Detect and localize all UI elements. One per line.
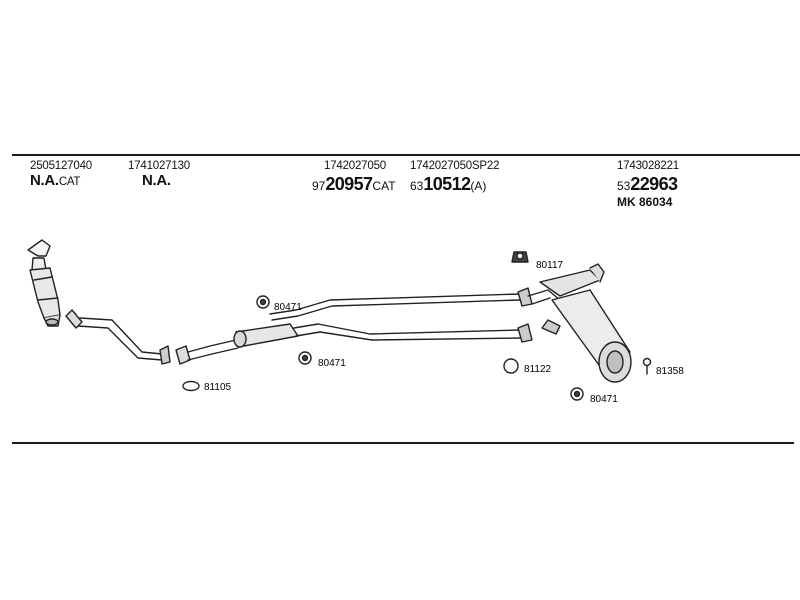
- callout-label: 81105: [204, 382, 232, 393]
- part-number: 1742027050SP22: [410, 160, 500, 172]
- bolt-icon-81358: [642, 357, 652, 375]
- callout-label: 80471: [590, 394, 618, 405]
- top-rule: [12, 154, 800, 156]
- ring-icon-81122: [503, 358, 519, 374]
- part-column-3: 1742027050 9720957CAT: [312, 160, 396, 195]
- part-number: 1743028221: [617, 160, 679, 172]
- callout-label: 81358: [656, 366, 684, 377]
- gasket-icon-81105: [182, 380, 200, 392]
- center-silencer: [175, 323, 321, 365]
- reference-code: 10512: [423, 174, 471, 194]
- reference-prefix: 63: [410, 179, 424, 193]
- reference-prefix: 53: [617, 179, 631, 193]
- intermediate-pipe: [65, 309, 171, 365]
- part-column-1: 2505127040 N.A.CAT: [30, 160, 92, 191]
- reference-suffix: CAT: [58, 176, 81, 188]
- reference-extra: MK 86034: [617, 195, 673, 209]
- callout-label: 80117: [536, 260, 564, 271]
- callout-label: 81122: [524, 364, 552, 375]
- part-number: 2505127040: [30, 160, 92, 172]
- part-number: 1742027050: [324, 160, 386, 172]
- reference-code: 20957: [325, 174, 373, 194]
- clamp-icon-80471-a: [256, 295, 270, 309]
- reference-prefix: 97: [312, 179, 326, 193]
- clamp-icon-80471-b: [298, 351, 312, 365]
- clamp-icon-80471-c: [570, 387, 584, 401]
- bottom-rule: [12, 442, 794, 444]
- part-column-5: 1743028221 5322963 MK 86034: [617, 160, 679, 209]
- rear-muffler: [527, 263, 632, 383]
- callout-label: 80471: [274, 302, 302, 313]
- part-column-4: 1742027050SP22 6310512(A): [410, 160, 499, 195]
- reference-suffix: (A): [470, 179, 487, 193]
- front-catalytic-converter: [27, 239, 61, 327]
- part-column-2: 1741027130 N.A.: [128, 160, 190, 190]
- part-number: 1741027130: [128, 160, 190, 172]
- reference-code: 22963: [630, 174, 678, 194]
- reference-code: N.A.: [30, 172, 59, 189]
- hanger-icon-80117: [511, 251, 529, 263]
- reference-suffix: CAT: [372, 179, 396, 193]
- reference-code: N.A.: [142, 172, 171, 189]
- callout-label: 80471: [318, 358, 346, 369]
